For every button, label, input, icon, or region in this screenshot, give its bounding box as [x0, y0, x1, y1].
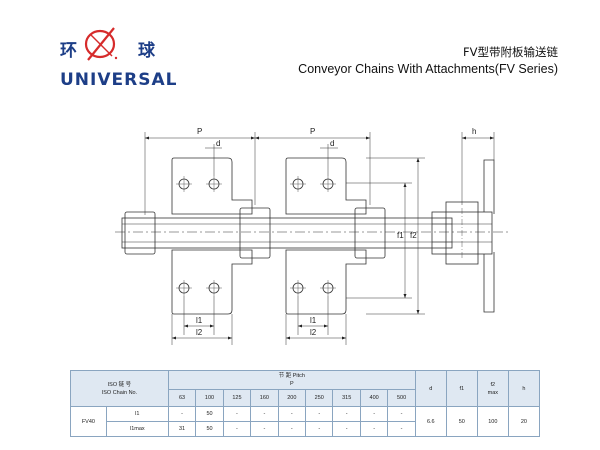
brand-name-zh-1: 环 [60, 41, 78, 61]
table-cell: - [222, 406, 252, 422]
pitch-value: 500 [387, 389, 416, 407]
l2-label-2: l2 [310, 328, 317, 337]
pitch-value: 315 [332, 389, 361, 407]
pitch-header: 节 距 Pitch P [167, 370, 416, 390]
param-label: l1 [105, 406, 169, 422]
pitch-value: 250 [305, 389, 334, 407]
table-cell: - [250, 406, 279, 422]
table-cell: - [277, 406, 307, 422]
col-d-header: d [414, 370, 447, 407]
table-cell: - [222, 421, 252, 437]
l1-label-1: l1 [196, 316, 203, 325]
table-cell: - [332, 406, 361, 422]
table-cell: - [250, 421, 279, 437]
d-value: 6.6 [414, 406, 447, 437]
col-h-header: h [507, 370, 541, 407]
f1-label: f1 [397, 231, 404, 240]
h-value: 20 [507, 406, 541, 437]
height-label: h [472, 127, 476, 136]
pitch-value: 400 [359, 389, 389, 407]
table-cell: - [277, 421, 307, 437]
pitch-label-2: P [310, 127, 315, 136]
hole-diameter-label-2: d [330, 139, 334, 148]
l1-label-2: l1 [310, 316, 317, 325]
brand-name-en: UNIVERSAL [60, 70, 178, 90]
table-cell: - [305, 421, 334, 437]
table-cell: - [359, 421, 389, 437]
table-cell: - [387, 421, 416, 437]
brand-logo-emblem [84, 27, 118, 61]
table-cell: 50 [195, 406, 224, 422]
table-cell: - [167, 406, 197, 422]
pitch-value: 100 [195, 389, 224, 407]
pitch-value: 200 [277, 389, 307, 407]
table-cell: - [387, 406, 416, 422]
pitch-value: 63 [167, 389, 197, 407]
l2-label-1: l2 [196, 328, 203, 337]
spec-table: ISO 链 号 ISO Chain No. 节 距 Pitch P d f1 f… [70, 370, 541, 437]
table-cell: 50 [195, 421, 224, 437]
hole-diameter-label-1: d [216, 139, 220, 148]
col-f2-header: f2 max [476, 370, 509, 407]
pitch-label-1: P [197, 127, 202, 136]
f2-label: f2 [410, 231, 417, 240]
table-cell: 31 [167, 421, 197, 437]
brand-name-zh-2: 球 [138, 41, 155, 61]
f1-value: 50 [445, 406, 478, 437]
pitch-value: 125 [222, 389, 252, 407]
page-title-en: Conveyor Chains With Attachments(FV Seri… [298, 62, 558, 76]
table-row: l1max 31 50 - - - - - - - [71, 421, 540, 437]
param-label: l1max [105, 421, 169, 437]
page-title-zh: FV型带附板输送链 [463, 45, 558, 59]
pitch-value: 160 [250, 389, 279, 407]
table-row: FV40 l1 - 50 - - - - - - - 6.6 50 100 20 [70, 406, 541, 437]
iso-chain-header: ISO 链 号 ISO Chain No. [70, 370, 169, 407]
chain-number: FV40 [70, 406, 107, 437]
table-cell: - [332, 421, 361, 437]
col-f1-header: f1 [445, 370, 478, 407]
table-cell: - [359, 406, 389, 422]
chain-drawing: P P d d h f1 f2 l1 l2 l1 l2 [115, 127, 510, 345]
f2-value: 100 [476, 406, 509, 437]
table-cell: - [305, 406, 334, 422]
